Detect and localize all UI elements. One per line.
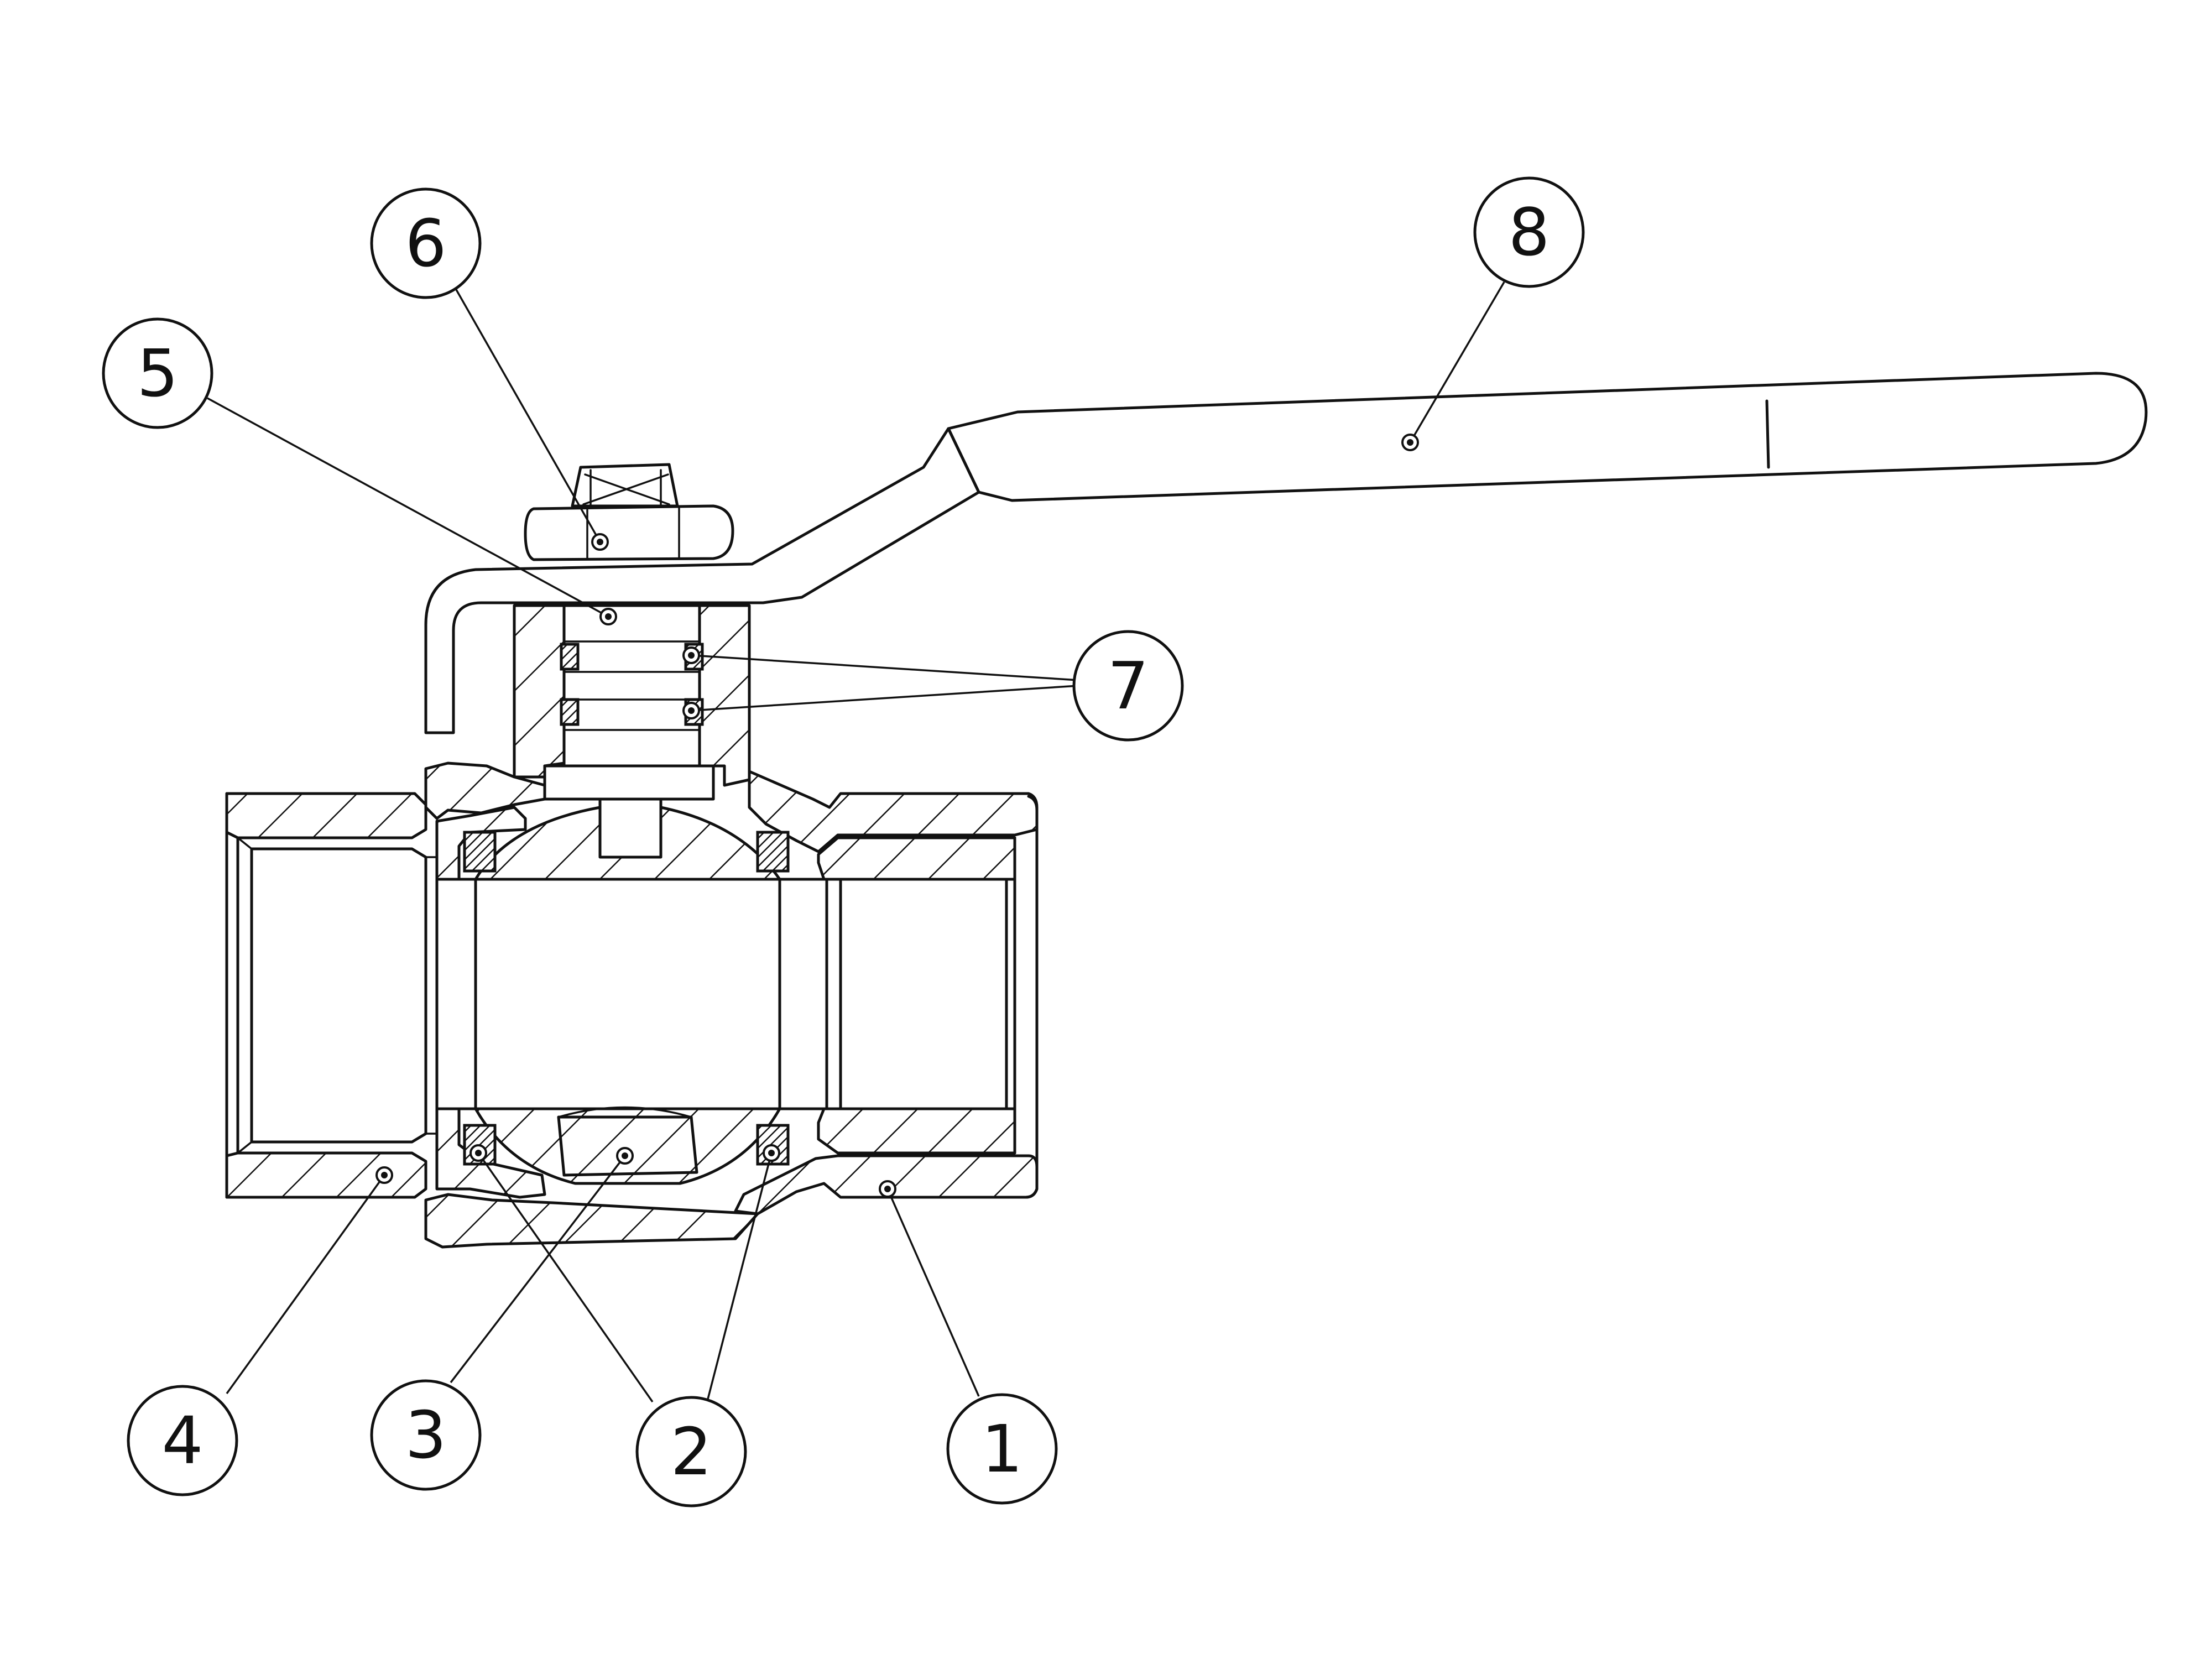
callout-5-label: 5 bbox=[137, 335, 178, 411]
stem-o-rings bbox=[560, 643, 704, 726]
callout-1-label: 1 bbox=[981, 1411, 1022, 1487]
body-union bbox=[424, 761, 842, 1249]
callout-8-label: 8 bbox=[1508, 194, 1550, 270]
callout-2-label: 2 bbox=[670, 1413, 712, 1490]
end-connector bbox=[225, 792, 439, 1199]
ball bbox=[474, 806, 781, 1185]
callout-4-label: 4 bbox=[161, 1402, 203, 1479]
callout-6: 6 bbox=[370, 187, 482, 299]
callout-2: 2 bbox=[635, 1396, 747, 1507]
callout-7: 7 bbox=[1072, 630, 1184, 742]
callout-7-label: 7 bbox=[1107, 648, 1149, 724]
callout-8: 8 bbox=[1473, 176, 1585, 288]
callout-6-label: 6 bbox=[405, 205, 446, 281]
callout-5: 5 bbox=[102, 317, 213, 429]
callout-3: 3 bbox=[370, 1379, 482, 1491]
callout-1: 1 bbox=[946, 1393, 1058, 1505]
callout-4: 4 bbox=[127, 1385, 238, 1496]
leader-lines bbox=[207, 281, 1505, 1403]
lever-handle bbox=[424, 372, 2148, 734]
stem-nut bbox=[524, 463, 734, 561]
callout-dots bbox=[375, 434, 1419, 1198]
body-neck bbox=[513, 604, 751, 787]
callout-3-label: 3 bbox=[405, 1397, 446, 1473]
